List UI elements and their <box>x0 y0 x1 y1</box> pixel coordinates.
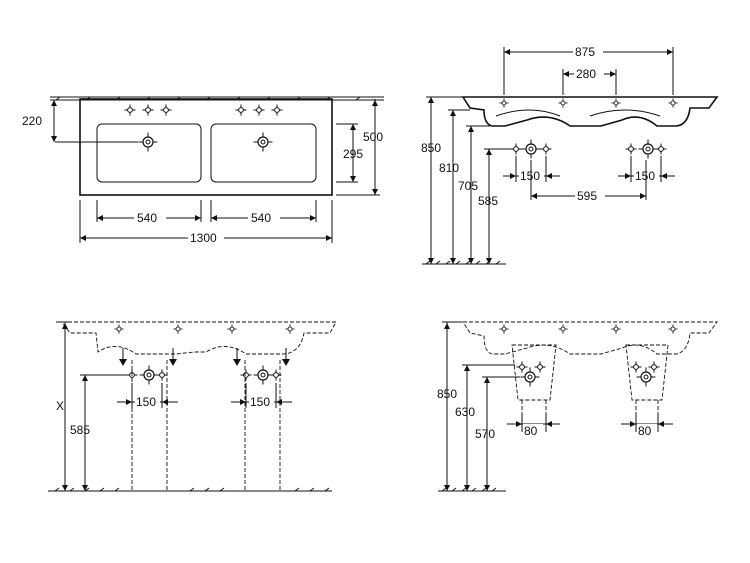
dim-connection-spacing: 595 <box>530 160 647 203</box>
tap-hole-icon <box>668 98 678 108</box>
tap-hole-icon <box>124 104 136 116</box>
drain-icon <box>638 139 658 159</box>
tap-hole-icon <box>499 98 509 108</box>
tap-hole-icon <box>625 143 637 155</box>
dim-bowl-widths: 540 540 <box>96 200 317 225</box>
side-view: 875 280 850 810 705 <box>421 45 719 265</box>
dim-label: 80 <box>638 424 652 438</box>
dim-label: 810 <box>439 161 459 175</box>
dim-label: 150 <box>635 169 655 183</box>
dim-connection-left: 150 <box>117 383 178 409</box>
tap-hole-icon <box>271 104 283 116</box>
top-view: 220 295 500 <box>22 96 384 245</box>
drain-icon <box>138 132 158 152</box>
tap-hole-icon <box>142 104 154 116</box>
tap-hole-icon <box>173 324 183 334</box>
dim-label: 295 <box>343 147 363 161</box>
dim-heights: 850 810 705 585 <box>421 96 512 264</box>
tap-hole-icon <box>534 361 546 373</box>
dim-label: 150 <box>520 169 540 183</box>
dim-label: 280 <box>576 67 596 81</box>
drain-icon <box>520 367 540 387</box>
dim-label: 705 <box>458 179 478 193</box>
tap-hole-icon <box>160 104 172 116</box>
dim-label: 1300 <box>190 231 217 245</box>
tap-hole-icon <box>655 143 667 155</box>
basin-profile-dashed <box>61 321 337 355</box>
dim-label: 80 <box>524 424 538 438</box>
dim-drain-height: 585 <box>70 374 130 491</box>
tap-hole-icon <box>648 361 660 373</box>
tap-hole-icon <box>540 143 552 155</box>
semi-pedestal-right <box>625 344 669 401</box>
dim-label: 500 <box>363 130 383 144</box>
semi-pedestal-left <box>511 344 557 401</box>
semi-pedestal-view: 850 630 570 80 <box>437 321 718 492</box>
drain-icon <box>521 139 541 159</box>
basin-outline <box>79 98 333 196</box>
pedestal-arrows <box>119 348 290 366</box>
basin-profile <box>461 96 719 127</box>
dim-label: 540 <box>251 211 271 225</box>
dim-overall-width: 1300 <box>79 200 333 245</box>
drain-icon <box>139 365 159 385</box>
pedestal-view: X 585 150 150 <box>48 321 337 492</box>
drain-icon <box>253 365 273 385</box>
tap-hole-icon <box>156 369 168 381</box>
drain-icon <box>636 367 656 387</box>
bowl-right <box>210 123 317 183</box>
tap-hole-icon <box>516 361 528 373</box>
dim-label: 220 <box>22 114 42 128</box>
tap-hole-icon <box>235 104 247 116</box>
dim-label: 585 <box>70 423 90 437</box>
dim-label: 540 <box>137 211 157 225</box>
tap-hole-icon <box>611 98 621 108</box>
dim-tap-spacing: 875 280 <box>503 45 674 95</box>
dim-height-x: X <box>56 321 72 491</box>
dim-label: X <box>56 399 64 413</box>
tap-hole-icon <box>227 324 237 334</box>
dim-label: 150 <box>250 395 270 409</box>
dim-label: 150 <box>136 395 156 409</box>
tap-hole-icon <box>630 361 642 373</box>
tap-hole-icon <box>240 369 252 381</box>
dim-label: 850 <box>421 141 441 155</box>
tap-hole-icon <box>558 324 568 334</box>
drain-icon <box>253 132 273 152</box>
tap-hole-icon <box>558 98 568 108</box>
dim-label: 585 <box>478 194 498 208</box>
tap-hole-icon <box>499 324 509 334</box>
dim-label: 875 <box>575 45 595 59</box>
basin-profile-dashed <box>462 321 718 355</box>
dim-label: 630 <box>455 405 475 419</box>
tap-hole-icon <box>668 324 678 334</box>
dim-trap-right: 80 <box>621 414 673 438</box>
dim-connection-right: 150 <box>231 383 292 409</box>
tap-hole-icon <box>285 324 295 334</box>
tap-hole-icon <box>253 104 265 116</box>
dim-trap-left: 80 <box>507 414 560 438</box>
dim-label: 595 <box>577 189 597 203</box>
dim-tap-offset: 220 <box>22 99 58 142</box>
dim-depth: 295 500 <box>336 99 383 196</box>
dim-heights: 850 630 570 <box>437 321 520 491</box>
dim-label: 570 <box>475 427 495 441</box>
tap-hole-icon <box>114 324 124 334</box>
dim-label: 850 <box>437 387 457 401</box>
tap-hole-icon <box>510 143 522 155</box>
bowl-left <box>96 123 202 183</box>
tap-hole-icon <box>611 324 621 334</box>
